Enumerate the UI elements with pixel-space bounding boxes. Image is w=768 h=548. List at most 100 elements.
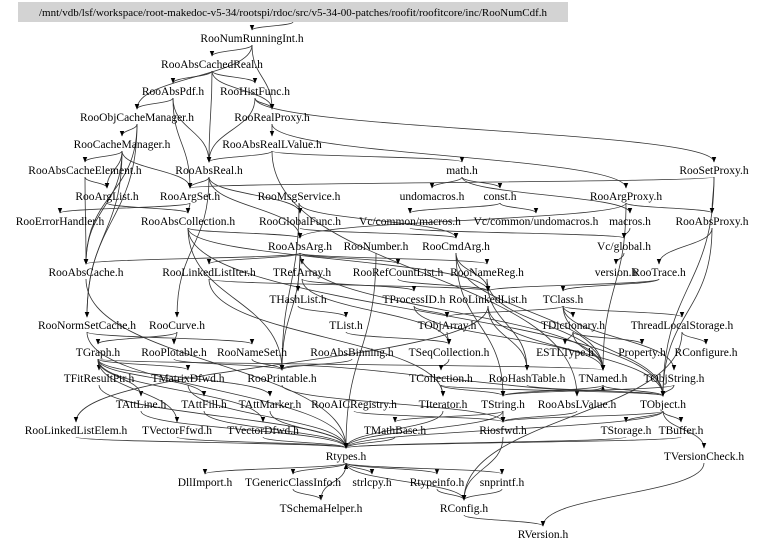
edge-rtypes-to-rtypeinfo bbox=[345, 462, 440, 475]
node-titerator[interactable]: TIterator.h bbox=[419, 399, 468, 411]
node-tfitresultptr[interactable]: TFitResultPtr.h bbox=[64, 373, 135, 385]
node-roonameset[interactable]: RooNameSet.h bbox=[217, 347, 287, 359]
node-tattmarker[interactable]: TAttMarker.h bbox=[239, 399, 302, 411]
node-roomsgservice[interactable]: RooMsgService.h bbox=[258, 191, 341, 203]
node-roocurve[interactable]: RooCurve.h bbox=[149, 320, 205, 332]
node-rooprintable[interactable]: RooPrintable.h bbox=[247, 373, 317, 385]
edge-tattline-to-rtypes bbox=[140, 410, 349, 449]
edge-tobjstring-to-tobject bbox=[660, 384, 675, 397]
node-rooabscachedreal[interactable]: RooAbsCachedReal.h bbox=[161, 59, 263, 71]
node-roorefcountlist[interactable]: RooRefCountList.h bbox=[353, 267, 444, 279]
node-tobjstring[interactable]: TObjString.h bbox=[644, 373, 705, 385]
node-rtypeinfo[interactable]: Rtypeinfo.h bbox=[410, 477, 465, 489]
node-rversion[interactable]: RVersion.h bbox=[518, 529, 569, 541]
node-roonormsetcache[interactable]: RooNormSetCache.h bbox=[38, 320, 136, 332]
node-rtypes[interactable]: Rtypes.h bbox=[326, 451, 367, 463]
node-rooerrorhandler[interactable]: RooErrorHandler.h bbox=[16, 216, 105, 228]
node-tgraph[interactable]: TGraph.h bbox=[76, 347, 121, 359]
node-rconfig[interactable]: RConfig.h bbox=[440, 503, 488, 515]
node-rooplotable[interactable]: RooPlotable.h bbox=[141, 347, 207, 359]
node-tmatrixdfwd[interactable]: TMatrixDfwd.h bbox=[151, 373, 224, 385]
node-estltype[interactable]: ESTLType.h bbox=[536, 347, 594, 359]
node-rooarglist[interactable]: RooArgList.h bbox=[75, 191, 139, 203]
node-rconfigure[interactable]: RConfigure.h bbox=[675, 347, 738, 359]
node-rooobjcachemanager[interactable]: RooObjCacheManager.h bbox=[80, 112, 194, 124]
node-macros[interactable]: macros.h bbox=[609, 216, 651, 228]
node-math[interactable]: math.h bbox=[446, 165, 478, 177]
node-roonumrunningint[interactable]: RooNumRunningInt.h bbox=[200, 33, 303, 45]
node-tvectorffwd[interactable]: TVectorFfwd.h bbox=[142, 425, 212, 437]
edge-rooabscollection-to-tobject bbox=[187, 227, 666, 397]
node-rooabslvalue[interactable]: RooAbsLValue.h bbox=[538, 399, 617, 411]
node-vc-common-macros[interactable]: Vc/common/macros.h bbox=[359, 216, 461, 228]
node-tseqcollection[interactable]: TSeqCollection.h bbox=[409, 347, 490, 359]
node-tstorage[interactable]: TStorage.h bbox=[601, 425, 652, 437]
node-rooabsbinning[interactable]: RooAbsBinning.h bbox=[310, 347, 394, 359]
node-roolinkedlist[interactable]: RooLinkedList.h bbox=[449, 294, 528, 306]
node-tdictionary[interactable]: TDictionary.h bbox=[541, 320, 605, 332]
node-riosfwd[interactable]: Riosfwd.h bbox=[479, 425, 527, 437]
node-tcollection[interactable]: TCollection.h bbox=[409, 373, 473, 385]
edge-rconfig-to-rversion bbox=[463, 514, 546, 527]
node-roonumber[interactable]: RooNumber.h bbox=[344, 241, 409, 253]
node-tlist[interactable]: TList.h bbox=[329, 320, 363, 332]
node-rootrace[interactable]: RooTrace.h bbox=[632, 267, 686, 279]
node-roonamereg[interactable]: RooNameReg.h bbox=[450, 267, 524, 279]
node-roocmdarg[interactable]: RooCmdArg.h bbox=[422, 241, 490, 253]
node-rooabspdf[interactable]: RooAbsPdf.h bbox=[142, 86, 205, 98]
node-thashlist[interactable]: THashList.h bbox=[269, 294, 326, 306]
node-rooargset[interactable]: RooArgSet.h bbox=[160, 191, 220, 203]
node-tprocessid[interactable]: TProcessID.h bbox=[383, 294, 446, 306]
node-version[interactable]: version.h bbox=[595, 267, 638, 279]
node-roolinkedlistelem[interactable]: RooLinkedListElem.h bbox=[25, 425, 128, 437]
node-tschemahelper[interactable]: TSchemaHelper.h bbox=[280, 503, 363, 515]
node-roohashtable[interactable]: RooHashTable.h bbox=[489, 373, 566, 385]
edge-roocmdarg-to-tnamed bbox=[455, 252, 606, 371]
node-rooargproxy[interactable]: RooArgProxy.h bbox=[590, 191, 662, 203]
node-rooabsreallvalue[interactable]: RooAbsRealLValue.h bbox=[222, 139, 322, 151]
node-vc-common-undomacros[interactable]: Vc/common/undomacros.h bbox=[474, 216, 599, 228]
node-roosetproxy[interactable]: RooSetProxy.h bbox=[679, 165, 748, 177]
node-rooabscacheelement[interactable]: RooAbsCacheElement.h bbox=[28, 165, 142, 177]
node-rooabsreal[interactable]: RooAbsReal.h bbox=[175, 165, 243, 177]
node-tbuffer[interactable]: TBuffer.h bbox=[659, 425, 704, 437]
node-snprintf[interactable]: snprintf.h bbox=[480, 477, 525, 489]
node-property[interactable]: Property.h bbox=[618, 347, 666, 359]
node-roorealproxy[interactable]: RooRealProxy.h bbox=[234, 112, 310, 124]
node-tobjarray[interactable]: TObjArray.h bbox=[418, 320, 477, 332]
node-tnamed[interactable]: TNamed.h bbox=[579, 373, 628, 385]
node-undomacros[interactable]: undomacros.h bbox=[400, 191, 465, 203]
node-strlcpy[interactable]: strlcpy.h bbox=[352, 477, 391, 489]
node-tattline[interactable]: TAttLine.h bbox=[116, 399, 167, 411]
node-tversioncheck[interactable]: TVersionCheck.h bbox=[664, 451, 744, 463]
edge-rooabsproxy-to-tobject bbox=[660, 227, 713, 397]
node-rooglobalfunc[interactable]: RooGlobalFunc.h bbox=[259, 216, 341, 228]
root-file-node[interactable]: /mnt/vdb/lsf/workspace/root-makedoc-v5-3… bbox=[18, 2, 568, 22]
node-const[interactable]: const.h bbox=[484, 191, 517, 203]
node-tattfill[interactable]: TAttFill.h bbox=[181, 399, 227, 411]
node-trefarray[interactable]: TRefArray.h bbox=[273, 267, 332, 279]
node-tstring[interactable]: TString.h bbox=[481, 399, 525, 411]
node-rooaicregistry[interactable]: RooAICRegistry.h bbox=[311, 399, 397, 411]
node-tclass[interactable]: TClass.h bbox=[543, 294, 584, 306]
edge-rooabscacheelement-to-rooarglist bbox=[84, 176, 110, 189]
edge-rooabsreal-to-roocurve bbox=[174, 176, 210, 318]
edge-roolinkedlist-to-tobject bbox=[487, 305, 666, 397]
edge-roosetproxy-to-tobject bbox=[660, 176, 715, 397]
edge-rooabscollection-to-roolinkedlist bbox=[187, 227, 491, 292]
node-rooabscollection[interactable]: RooAbsCollection.h bbox=[141, 216, 235, 228]
node-tgenericclassinfo[interactable]: TGenericClassInfo.h bbox=[245, 477, 341, 489]
node-rooabscache[interactable]: RooAbsCache.h bbox=[48, 267, 123, 279]
node-threadlocalstorage[interactable]: ThreadLocalStorage.h bbox=[631, 320, 734, 332]
node-tobject[interactable]: TObject.h bbox=[640, 399, 686, 411]
node-roolinkedlistiter[interactable]: RooLinkedListIter.h bbox=[162, 267, 256, 279]
node-roohistfunc[interactable]: RooHistFunc.h bbox=[220, 86, 290, 98]
node-rooabsarg[interactable]: RooAbsArg.h bbox=[268, 241, 332, 253]
node-vc-global[interactable]: Vc/global.h bbox=[597, 241, 651, 253]
node-roocachemanager[interactable]: RooCacheManager.h bbox=[74, 139, 171, 151]
root-file-label[interactable]: /mnt/vdb/lsf/workspace/root-makedoc-v5-3… bbox=[39, 7, 548, 19]
node-dllimport[interactable]: DllImport.h bbox=[178, 477, 233, 489]
node-tmathbase[interactable]: TMathBase.h bbox=[364, 425, 427, 437]
node-tvectordfwd[interactable]: TVectorDfwd.h bbox=[227, 425, 299, 437]
node-rooabsproxy[interactable]: RooAbsProxy.h bbox=[675, 216, 748, 228]
